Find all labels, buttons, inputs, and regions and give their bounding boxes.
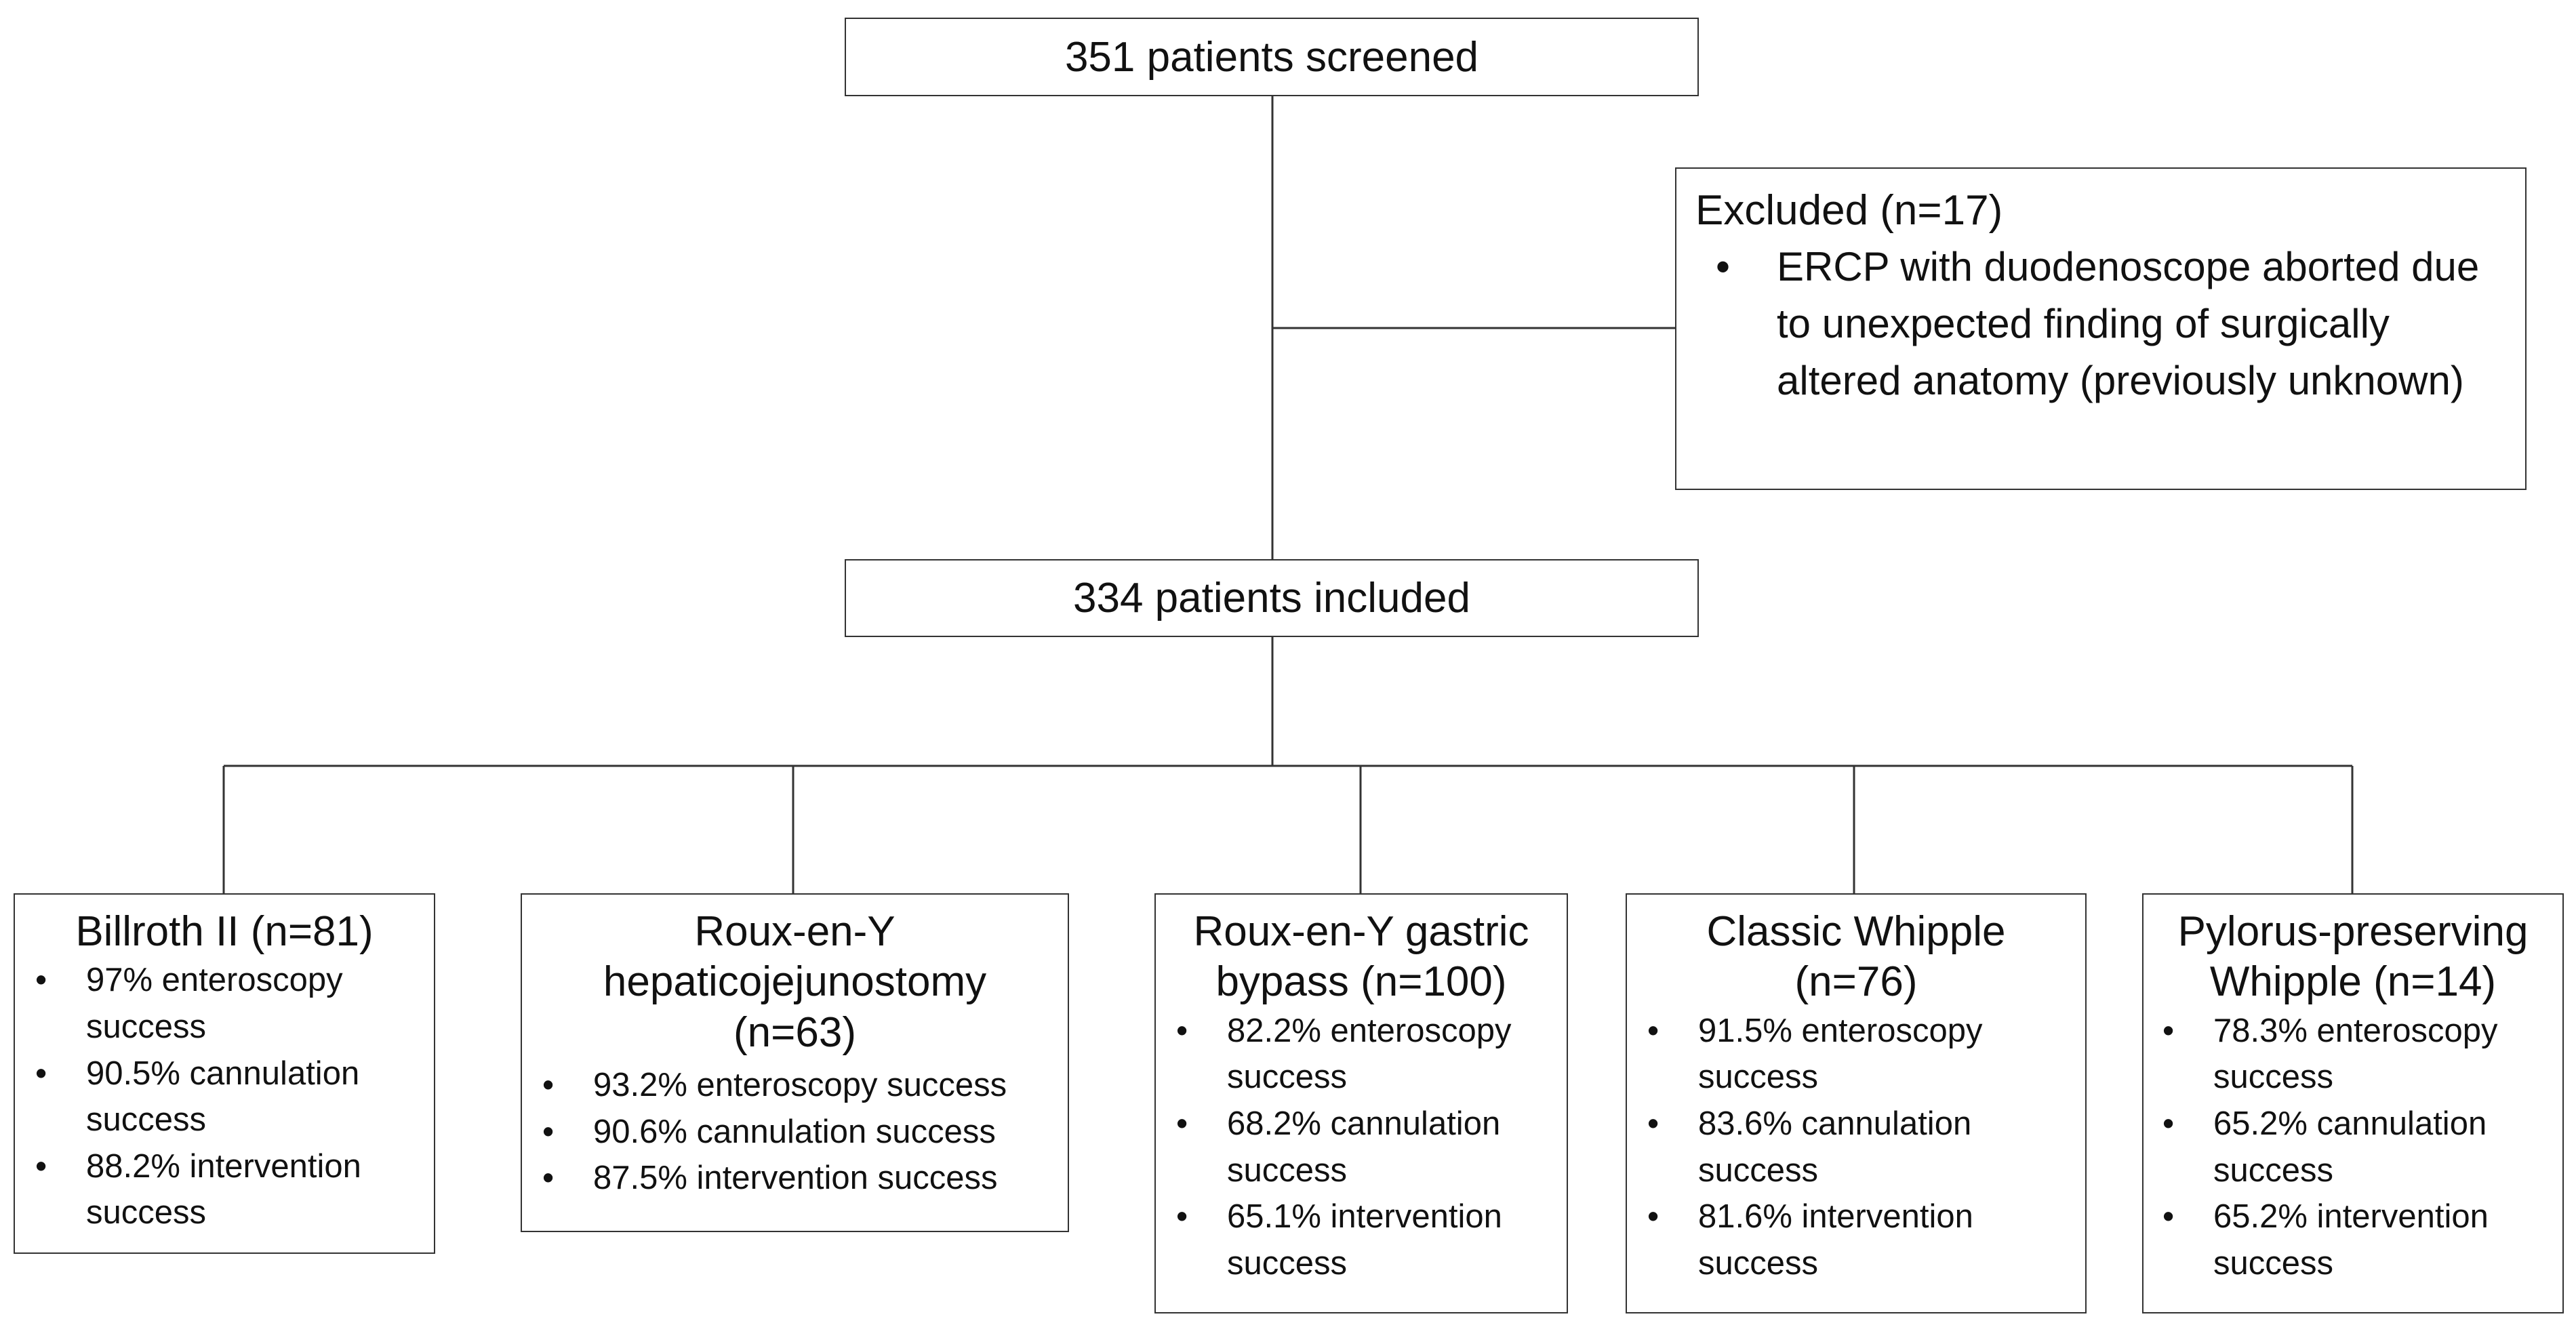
group-box-classic-whipple: Classic Whipple (n=76) 91.5% enteroscopy…: [1626, 893, 2087, 1313]
group-item: 65.2% intervention success: [2149, 1194, 2557, 1286]
group-title: Pylorus-preserving Whipple (n=14): [2177, 908, 2529, 1006]
group-item: 78.3% enteroscopy success: [2149, 1008, 2557, 1101]
group-item: 90.5% cannulation success: [22, 1051, 427, 1143]
excluded-box: Excluded (n=17) ERCP with duodenoscope a…: [1675, 167, 2527, 490]
group-item: 91.5% enteroscopy success: [1634, 1008, 2078, 1101]
group-item: 68.2% cannulation success: [1163, 1101, 1560, 1194]
included-label: 334 patients included: [1072, 575, 1470, 621]
group-item: 81.6% intervention success: [1634, 1194, 2078, 1286]
screened-box: 351 patients screened: [845, 18, 1699, 96]
group-item: 97% enteroscopy success: [22, 957, 427, 1050]
group-title: Roux-en-Y hepaticojejunostomy (n=63): [603, 908, 987, 1056]
group-item: 90.6% cannulation success: [529, 1109, 1061, 1156]
group-item: 93.2% enteroscopy success: [529, 1062, 1061, 1109]
group-list: 82.2% enteroscopy success 68.2% cannulat…: [1163, 1008, 1560, 1287]
group-title: Classic Whipple (n=76): [1706, 908, 2006, 1006]
group-item: 83.6% cannulation success: [1634, 1101, 2078, 1194]
group-item: 65.2% cannulation success: [2149, 1101, 2557, 1194]
group-item: 82.2% enteroscopy success: [1163, 1008, 1560, 1101]
group-box-billroth-ii: Billroth II (n=81) 97% enteroscopy succe…: [14, 893, 435, 1254]
excluded-list: ERCP with duodenoscope aborted due to un…: [1695, 239, 2506, 409]
group-item: 88.2% intervention success: [22, 1143, 427, 1236]
group-box-pylorus-preserving-whipple: Pylorus-preserving Whipple (n=14) 78.3% …: [2142, 893, 2564, 1313]
group-title: Roux-en-Y gastric bypass (n=100): [1193, 908, 1529, 1006]
group-title: Billroth II (n=81): [75, 908, 374, 955]
group-list: 78.3% enteroscopy success 65.2% cannulat…: [2149, 1008, 2557, 1287]
group-list: 91.5% enteroscopy success 83.6% cannulat…: [1634, 1008, 2078, 1287]
group-box-roux-en-y-hepaticojejunostomy: Roux-en-Y hepaticojejunostomy (n=63) 93.…: [521, 893, 1069, 1232]
excluded-title: Excluded (n=17): [1695, 187, 2003, 234]
included-box: 334 patients included: [845, 559, 1699, 637]
group-item: 65.1% intervention success: [1163, 1194, 1560, 1286]
group-item: 87.5% intervention success: [529, 1155, 1061, 1202]
group-box-roux-en-y-gastric-bypass: Roux-en-Y gastric bypass (n=100) 82.2% e…: [1154, 893, 1568, 1313]
screened-label: 351 patients screened: [1064, 33, 1479, 81]
group-list: 93.2% enteroscopy success 90.6% cannulat…: [529, 1062, 1061, 1202]
group-list: 97% enteroscopy success 90.5% cannulatio…: [22, 957, 427, 1236]
excluded-item: ERCP with duodenoscope aborted due to un…: [1695, 239, 2506, 409]
